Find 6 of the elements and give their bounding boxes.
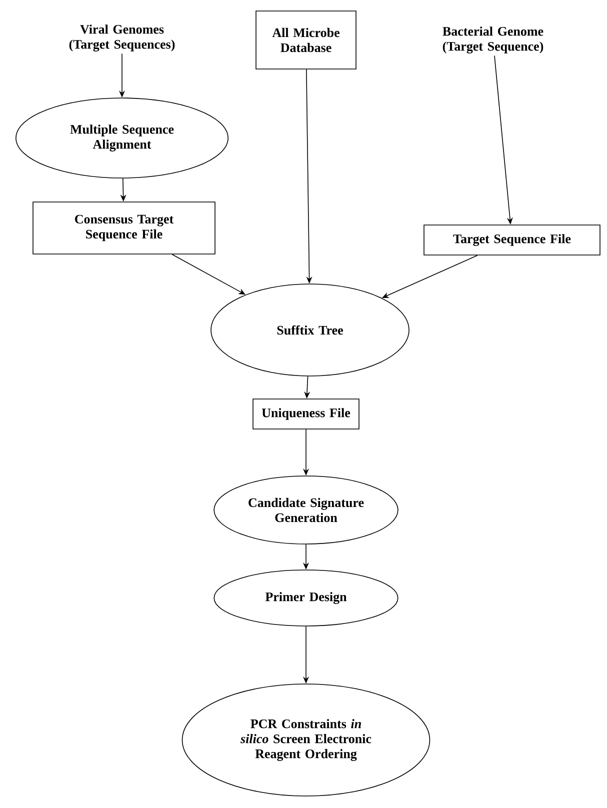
process-box: Target Sequence File xyxy=(424,224,600,256)
process-box: All Microbe Database xyxy=(256,10,356,70)
label-text: Bacterial Genome (Target Sequence) xyxy=(442,26,544,54)
label-text: Viral Genomes (Target Sequences) xyxy=(69,24,175,52)
process-box: Uniqueness File xyxy=(252,398,360,430)
process-box: Consensus Target Sequence File xyxy=(32,202,216,254)
